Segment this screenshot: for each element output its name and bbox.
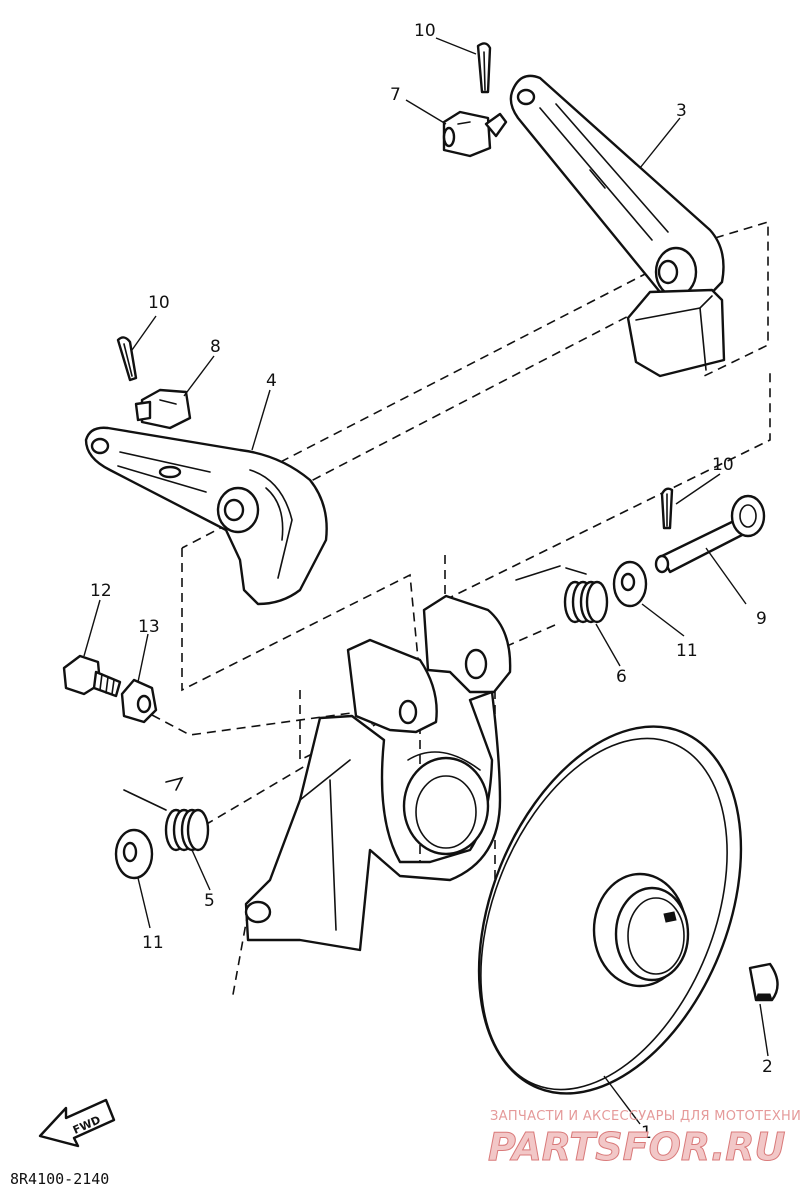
callout-5: 5: [204, 891, 215, 911]
washer-left: [114, 828, 154, 880]
watermark-brand: PARTSFOR.RU: [488, 1125, 786, 1169]
callout-10-right: 10: [712, 455, 734, 475]
lever-arm-upper: [509, 74, 726, 378]
callout-13: 13: [138, 617, 160, 637]
callout-8: 8: [210, 337, 221, 357]
callout-3: 3: [676, 101, 687, 121]
torsion-spring-lower: [123, 776, 210, 852]
callout-2: 2: [762, 1057, 773, 1077]
torsion-spring-upper: [515, 565, 609, 624]
cotter-pin-left: [116, 336, 138, 382]
callout-labels: 1 2 3 4 5 6 7 8 9 10 10 10 11 11 12 13: [90, 21, 773, 1143]
washer-right: [612, 560, 648, 608]
drive-sheave: [477, 725, 743, 1095]
callout-9: 9: [756, 609, 767, 629]
callout-11-left: 11: [142, 933, 164, 953]
bracket-assembly: [244, 594, 512, 952]
lever-arm-lower: [84, 426, 328, 606]
drawing-code: 8R4100-2140: [10, 1170, 109, 1188]
callout-10-left: 10: [148, 293, 170, 313]
callout-1: 1: [641, 1123, 652, 1143]
leader-lines: [83, 37, 769, 1125]
joint-pin-lower: [134, 388, 192, 430]
bolt: [62, 654, 122, 698]
callout-4: 4: [266, 371, 277, 391]
forward-direction-arrow: FWD: [38, 1098, 116, 1148]
shaft-pin: [654, 494, 766, 574]
callout-10-top: 10: [414, 21, 436, 41]
callout-11-right: 11: [676, 641, 698, 661]
watermark-tagline: ЗАПЧАСТИ И АКСЕССУАРЫ ДЛЯ МОТОТЕХНИКИ: [490, 1109, 800, 1124]
joint-pin-upper: [442, 110, 508, 158]
nut: [120, 678, 158, 724]
watermark: ЗАПЧАСТИ И АКСЕССУАРЫ ДЛЯ МОТОТЕХНИКИ PA…: [488, 1109, 800, 1170]
woodruff-key: [748, 962, 779, 1002]
callout-6: 6: [616, 667, 627, 687]
callout-7: 7: [390, 85, 401, 105]
cotter-pin-top: [476, 42, 492, 94]
callout-12: 12: [90, 581, 112, 601]
cotter-pin-right: [660, 487, 674, 530]
